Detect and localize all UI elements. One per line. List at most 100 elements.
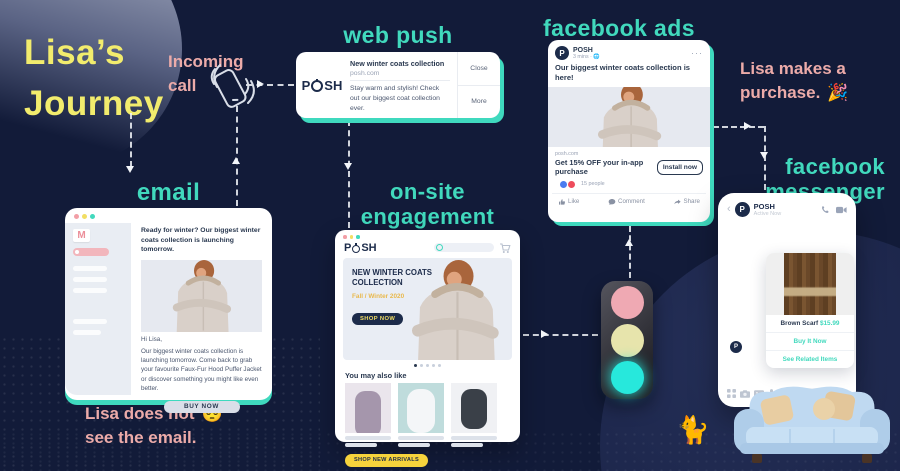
sidebar-item-placeholder[interactable] [73,288,107,293]
page-title: Lisa’s Journey [24,28,164,130]
messenger-heading-line1: facebook [785,154,885,179]
product-message-card[interactable]: Brown Scarf $15.99 Buy It Now See Relate… [766,253,854,368]
purchase-line2: purchase.🎉 [740,81,848,105]
product-image-fur-coat [345,382,391,433]
post-meta: 3 mins · 🌐 [573,53,600,60]
incoming-call-line1: Incoming [168,52,244,71]
facebook-ads-heading: facebook ads [543,15,695,41]
post-menu-icon[interactable]: ··· [691,48,703,58]
webpush-heading: web push [343,22,453,48]
comment-icon [608,198,616,205]
camera-icon[interactable] [740,389,750,398]
winter-coat-model-image [582,87,676,147]
arrow-right-icon [744,122,751,130]
email-message: Ready for winter? Our biggest winter coa… [131,223,272,413]
page-name[interactable]: POSH [573,46,593,54]
email-body-text: Our biggest winter coats collection is l… [141,347,262,393]
window-controls[interactable] [65,208,272,219]
product-text-placeholder [451,435,497,440]
party-popper-emoji-icon: 🎉 [827,82,849,102]
arrow-down-icon [344,163,352,170]
cart-icon[interactable] [499,242,511,254]
onsite-heading-line1: on-site [390,179,465,204]
sidebar-item-placeholder[interactable] [73,277,107,282]
post-text: Our biggest winter coats collection is h… [555,63,691,82]
arrow-down-icon [760,152,768,159]
buy-now-button[interactable]: BUY NOW [163,400,240,413]
buy-it-now-link[interactable]: Buy It Now [766,333,854,351]
install-now-button[interactable]: Install now [656,159,703,175]
share-button[interactable]: Share [673,198,700,206]
carousel-dots[interactable] [335,360,520,370]
shop-new-arrivals-button[interactable]: SHOP NEW ARRIVALS [345,453,428,467]
product-text-placeholder [345,442,378,447]
sidebar-item-placeholder[interactable] [73,330,101,335]
back-chevron-icon[interactable]: ‹ [727,203,731,215]
thumbs-up-icon [559,199,566,205]
contact-name[interactable]: POSH [753,202,775,211]
product-text-placeholder [398,442,431,447]
product-text-placeholder [451,442,484,447]
purchase-label: Lisa makes a purchase.🎉 [740,57,848,105]
connector-webpush-to-onsite [348,120,350,228]
product-title: Brown Scarf $15.99 [766,315,854,333]
love-reaction-icon [567,179,576,189]
product-image-white-puffer [398,382,444,433]
posh-avatar-small: P [730,341,742,353]
like-button[interactable]: Like [558,198,579,206]
hero-title: NEW WINTER COATS COLLECTION [352,267,432,287]
posh-logo-sh: SH [324,77,343,93]
onsite-heading: on-site engagement [330,179,525,229]
video-call-icon[interactable] [836,206,847,214]
email-hero-image [141,259,262,332]
posh-avatar: P [555,46,569,60]
product-image-frame [766,253,854,315]
webpush-title: New winter coats collection [350,59,445,68]
like-label: Like [568,198,580,206]
couch-illustration [734,386,890,463]
shop-now-button[interactable]: SHOP NOW [352,312,404,325]
product-card[interactable] [451,382,497,447]
apps-grid-icon[interactable] [727,389,736,398]
call-icon[interactable] [821,205,830,214]
arrow-up-icon [232,157,240,164]
reaction-count[interactable]: 15 people [581,181,605,188]
product-card[interactable] [398,382,444,447]
arrow-down-icon [126,166,134,173]
vibrating-phone-icon [210,64,255,108]
ad-site-link[interactable]: posh.com [555,150,579,157]
cat-emoji-icon: 🐈 [676,415,710,445]
more-button[interactable]: More [471,98,487,106]
arrow-right-icon [257,80,264,88]
email-greeting: Hi Lisa, [141,335,162,343]
email-sidebar: M [65,223,131,395]
sidebar-item-placeholder[interactable] [73,319,107,324]
incoming-call-line2: call [168,75,197,95]
onsite-heading-line2: engagement [360,203,495,229]
connector-title-to-email [130,113,132,167]
email-window: M Ready for winter? Our biggest winter c… [65,208,272,413]
email-headline: Ready for winter? Our biggest winter coa… [141,227,261,254]
incoming-call-label: Incoming call [168,50,244,98]
sidebar-item-placeholder[interactable] [73,266,107,271]
compose-button[interactable] [73,248,109,256]
posh-logo-o-icon [352,244,361,253]
traffic-light [601,281,653,399]
page-title-line1: Lisa’s [24,33,125,72]
search-input[interactable] [434,243,494,252]
window-controls[interactable] [335,230,520,239]
close-button[interactable]: Close [458,52,500,86]
contact-status: Active Now [753,211,782,217]
no-email-line2: see the email. [85,427,197,447]
product-card[interactable] [345,382,391,447]
comment-button[interactable]: Comment [608,198,645,206]
gmail-icon: M [73,229,90,242]
webpush-site: posh.com [350,68,450,81]
see-related-items-link[interactable]: See Related Items [782,356,838,363]
messenger-window: ‹ P POSH Active Now P Brown Scarf $15.99 [718,193,856,407]
recommendations-title: You may also like [345,370,407,380]
